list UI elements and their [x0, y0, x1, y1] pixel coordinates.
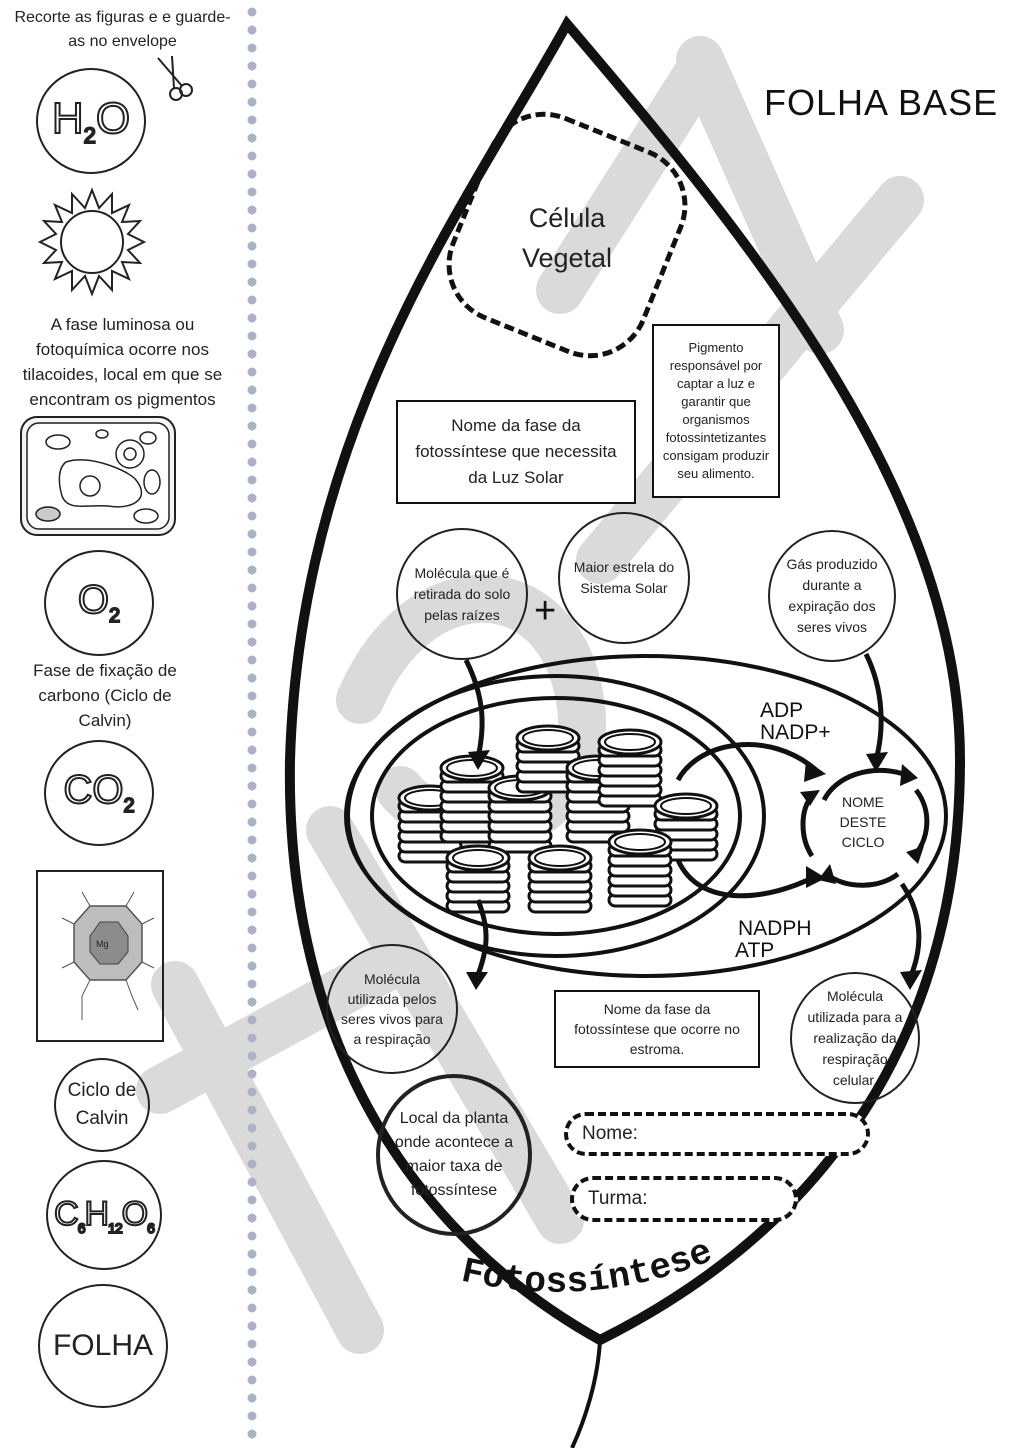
svg-text:Fotossíntese: Fotossíntese	[458, 1231, 718, 1302]
thylakoid-top-inner	[614, 833, 666, 851]
h2o-formula: H2O	[51, 93, 131, 149]
o2-card[interactable]: O2	[44, 550, 154, 656]
thylakoid-top-inner	[660, 797, 712, 815]
cell-respiration-text: Molécula utilizada para a realização da …	[807, 987, 903, 1088]
folha-card[interactable]: FOLHA	[38, 1284, 168, 1408]
calvin-card[interactable]: Ciclo de Calvin	[54, 1058, 150, 1152]
water-circle-text: Molécula que é retirada do solo pelas ra…	[413, 564, 511, 623]
name-field[interactable]: Nome:	[564, 1112, 870, 1156]
nadp-label: NADP+	[760, 721, 831, 744]
pigment-box-text: Pigmento responsável por captar a luz e …	[662, 340, 770, 481]
name-field-label: Nome:	[582, 1123, 638, 1144]
sun-circle-text: Maior estrela do Sistema Solar	[573, 559, 675, 596]
respiration-molecule-circle[interactable]: Molécula utilizada pelos seres vivos par…	[326, 944, 458, 1074]
granum-stack	[597, 728, 663, 808]
water-circle[interactable]: Molécula que é retirada do solo pelas ra…	[396, 528, 528, 660]
cut-instruction: Recorte as figuras e e guarde-as no enve…	[14, 9, 231, 50]
cycle-label: NOME DESTE CICLO	[839, 794, 887, 850]
thylakoid-top-inner	[446, 759, 498, 777]
sun-circle[interactable]: Maior estrela do Sistema Solar	[558, 512, 690, 644]
footer-title: Fotossíntese	[458, 1231, 718, 1302]
granum-stack	[527, 844, 593, 914]
respiration-molecule-text: Molécula utilizada pelos seres vivos par…	[341, 971, 443, 1047]
h2o-card[interactable]: H2O	[36, 68, 146, 174]
fixacao-text: Fase de fixação de carbono (Ciclo de Cal…	[33, 661, 177, 730]
co2-card[interactable]: CO2	[44, 740, 154, 846]
co2-formula: CO2	[62, 767, 135, 818]
scissors-icon	[157, 55, 193, 101]
class-field[interactable]: Turma:	[570, 1176, 798, 1222]
estroma-box-text: Nome da fase da fotossíntese que ocorre …	[574, 1001, 740, 1057]
glucose-card[interactable]: C6H12O6	[46, 1160, 162, 1270]
luminosa-text: A fase luminosa ou fotoquímica ocorre no…	[22, 315, 223, 409]
svg-text:Mg: Mg	[96, 939, 109, 949]
thylakoid-top-inner	[604, 733, 656, 751]
footer-title-text: Fotossíntese	[458, 1231, 718, 1302]
plus-sign: +	[534, 590, 557, 632]
calvin-card-label: Ciclo de Calvin	[67, 1080, 137, 1129]
thylakoid-top-inner	[522, 729, 574, 747]
thylakoid-top-inner	[534, 849, 586, 867]
cell-respiration-circle[interactable]: Molécula utilizada para a realização da …	[790, 972, 920, 1104]
local-circle-text: Local da planta onde acontece a maior ta…	[394, 1110, 514, 1199]
local-circle[interactable]: Local da planta onde acontece a maior ta…	[376, 1074, 532, 1236]
class-field-label: Turma:	[588, 1188, 648, 1209]
pigment-box[interactable]: Pigmento responsável por captar a luz e …	[652, 324, 780, 498]
luz-phase-box-text: Nome da fase da fotossíntese que necessi…	[415, 416, 617, 487]
estroma-box[interactable]: Nome da fase da fotossíntese que ocorre …	[554, 990, 760, 1068]
o2-formula: O2	[77, 577, 121, 628]
granum-stack	[607, 828, 673, 908]
sun-icon[interactable]	[36, 186, 148, 298]
luz-phase-box[interactable]: Nome da fase da fotossíntese que necessi…	[396, 400, 636, 504]
glucose-formula: C6H12O6	[53, 1194, 156, 1237]
cell-label: Célula Vegetal	[521, 203, 613, 273]
granum-stack	[653, 792, 719, 862]
thylakoid-top-inner	[452, 849, 504, 867]
dotted-divider	[247, 7, 257, 1445]
grana-stacks	[397, 724, 719, 914]
granum-stack	[515, 724, 581, 794]
gas-circle-text: Gás produzido durante a expiração dos se…	[786, 556, 878, 635]
plant-cell-icon[interactable]	[18, 414, 178, 538]
granum-stack	[439, 754, 505, 844]
chlorophyll-card[interactable]: Mg	[36, 870, 164, 1042]
adp-label: ADP	[760, 699, 804, 722]
atp-label: ATP	[735, 939, 775, 962]
nadph-label: NADPH	[738, 917, 812, 940]
gas-circle[interactable]: Gás produzido durante a expiração dos se…	[768, 530, 896, 662]
page-title: FOLHA BASE	[764, 82, 999, 123]
chlorophyll-molecule-icon: Mg	[61, 891, 155, 1020]
folha-card-label: FOLHA	[52, 1329, 154, 1362]
